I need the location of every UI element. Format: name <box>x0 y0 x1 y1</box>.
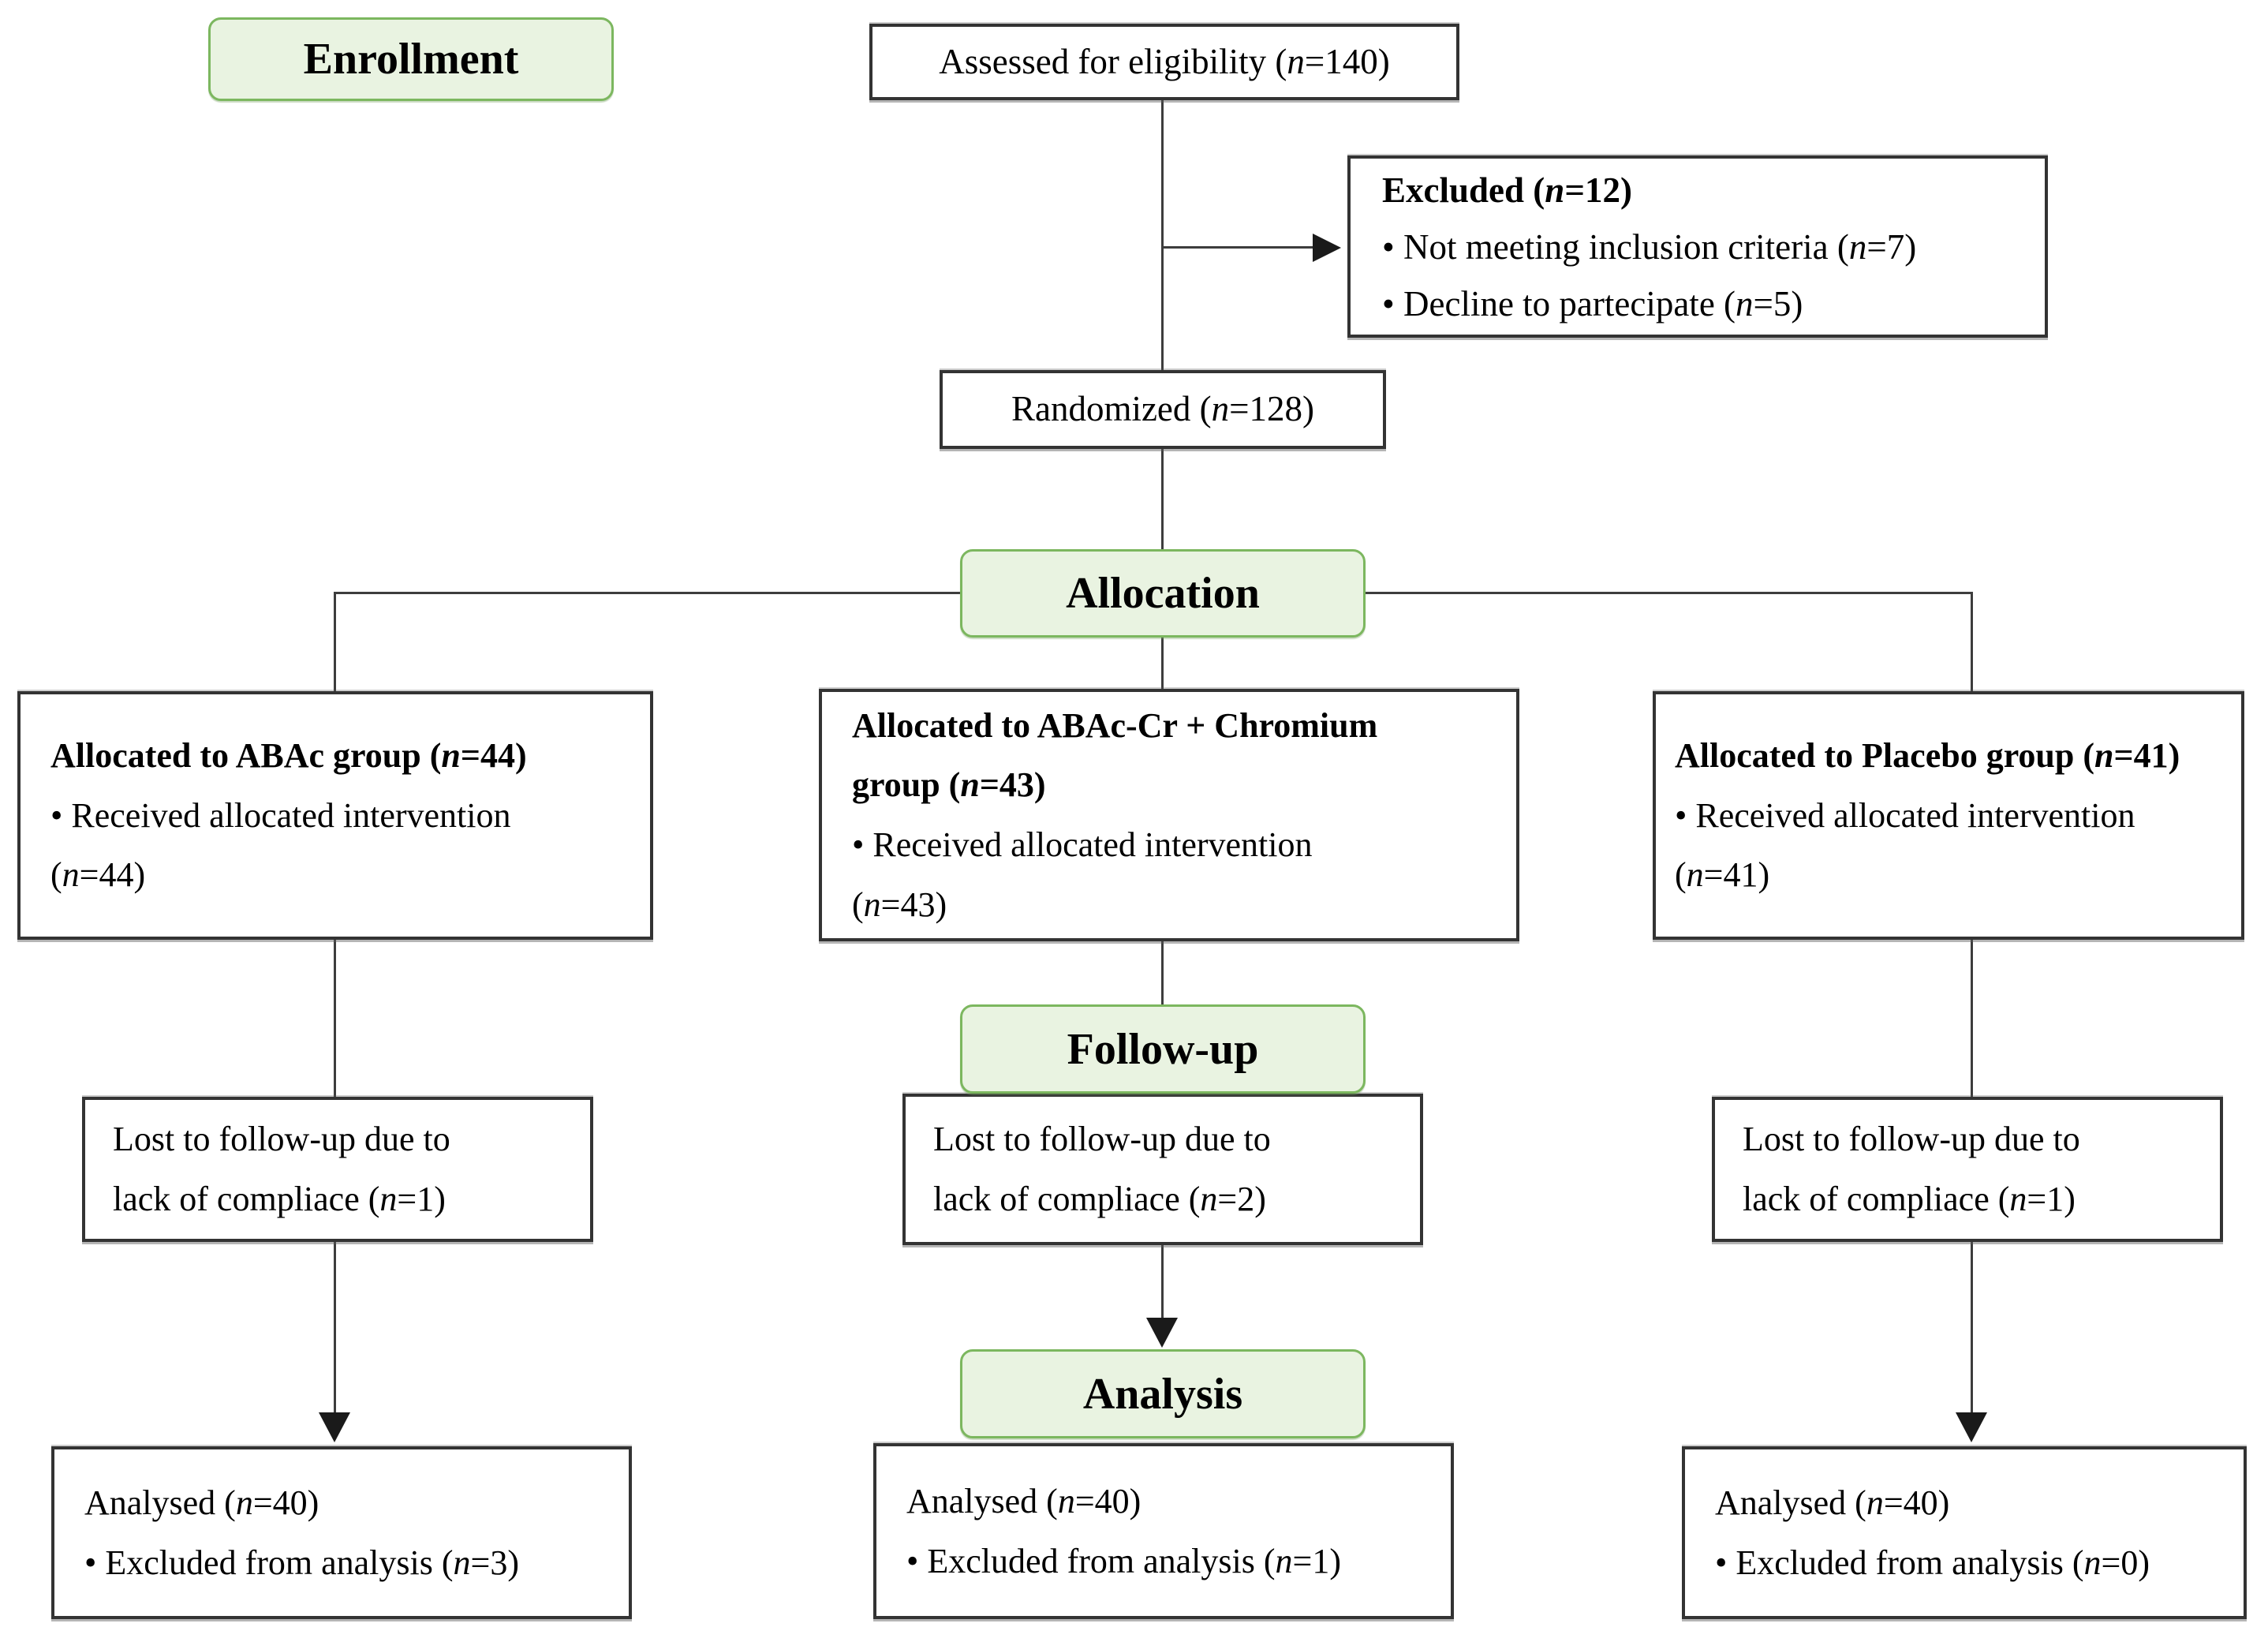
assessed-text: Assessed for eligibility (n=140) <box>939 41 1390 81</box>
lost-box-placebo: Lost to follow-up due to lack of complia… <box>1712 1097 2223 1242</box>
lost-line: Lost to follow-up due to <box>933 1120 1271 1159</box>
stage-label-analysis-text: Analysis <box>1082 1369 1243 1419</box>
analysed-line: • Excluded from analysis (n=1) <box>906 1541 1341 1580</box>
lost-box-abac: Lost to follow-up due to lack of complia… <box>82 1097 593 1242</box>
connector-branch-right-drop <box>1971 592 1973 691</box>
lost-line: Lost to follow-up due to <box>113 1120 450 1159</box>
received-line: (n=43) <box>852 885 947 924</box>
lost-line: lack of compliace (n=2) <box>933 1180 1266 1218</box>
stage-label-followup-text: Follow-up <box>1067 1024 1259 1074</box>
assessed-box: Assessed for eligibility (n=140) <box>869 24 1459 100</box>
connector-alloc-followup-mid <box>1161 941 1164 1004</box>
analysed-box-abac: Analysed (n=40) • Excluded from analysis… <box>51 1446 632 1619</box>
arrowhead-analysis-mid <box>1146 1318 1178 1348</box>
randomized-box: Randomized (n=128) <box>940 370 1386 449</box>
excluded-item: • Decline to partecipate (n=5) <box>1382 283 1803 324</box>
connector-lost-analysed-right <box>1971 1242 1973 1412</box>
allocated-title-line: Allocated to ABAc-Cr + Chromium <box>852 705 1378 745</box>
excluded-title: Excluded (n=12) <box>1382 170 1632 210</box>
analysed-line: Analysed (n=40) <box>1715 1483 1950 1522</box>
received-line: • Received allocated intervention <box>1675 795 2135 835</box>
connector-alloc-lost-left <box>334 940 336 1097</box>
analysed-line: Analysed (n=40) <box>84 1483 319 1522</box>
stage-label-allocation-text: Allocation <box>1066 569 1260 618</box>
stage-label-analysis: Analysis <box>960 1349 1366 1438</box>
received-line: • Received allocated intervention <box>50 795 511 835</box>
connector-to-excluded <box>1163 246 1314 249</box>
arrowhead-excluded <box>1313 234 1341 262</box>
excluded-item: • Not meeting inclusion criteria (n=7) <box>1382 226 1917 267</box>
allocated-title-line: Allocated to ABAc group (n=44) <box>50 735 527 775</box>
allocated-title-line: group (n=43) <box>852 765 1046 805</box>
received-line: (n=44) <box>50 855 146 895</box>
analysed-line: • Excluded from analysis (n=3) <box>84 1543 519 1582</box>
analysed-box-placebo: Analysed (n=40) • Excluded from analysis… <box>1682 1446 2247 1619</box>
connector-assessed-randomized <box>1161 100 1164 370</box>
lost-line: Lost to follow-up due to <box>1743 1120 2080 1159</box>
allocated-box-abac-cr-chromium: Allocated to ABAc-Cr + Chromium group (n… <box>819 689 1519 941</box>
analysed-line: Analysed (n=40) <box>906 1481 1141 1520</box>
stage-label-enrollment-text: Enrollment <box>303 35 519 84</box>
stage-label-followup: Follow-up <box>960 1004 1366 1094</box>
arrowhead-analysed-left <box>319 1412 350 1442</box>
received-line: • Received allocated intervention <box>852 825 1313 864</box>
connector-alloc-lost-right <box>1971 940 1973 1097</box>
connector-randomized-allocation <box>1161 449 1164 549</box>
arrowhead-analysed-right <box>1956 1412 1987 1442</box>
lost-line: lack of compliace (n=1) <box>113 1180 446 1218</box>
connector-lost-analysis-mid <box>1161 1245 1164 1318</box>
randomized-text: Randomized (n=128) <box>1011 389 1315 429</box>
analysed-line: • Excluded from analysis (n=0) <box>1715 1543 2150 1582</box>
lost-line: lack of compliace (n=1) <box>1743 1180 2076 1218</box>
analysed-box-abac-cr-chromium: Analysed (n=40) • Excluded from analysis… <box>873 1443 1454 1619</box>
allocated-box-abac: Allocated to ABAc group (n=44) • Receive… <box>17 691 653 940</box>
connector-branch-mid-drop <box>1161 638 1164 689</box>
allocated-box-placebo: Allocated to Placebo group (n=41) • Rece… <box>1653 691 2244 940</box>
connector-lost-analysed-left <box>334 1242 336 1412</box>
allocated-title-line: Allocated to Placebo group (n=41) <box>1675 735 2180 775</box>
lost-box-abac-cr-chromium: Lost to follow-up due to lack of complia… <box>902 1094 1423 1245</box>
excluded-box: Excluded (n=12) • Not meeting inclusion … <box>1347 155 2048 338</box>
stage-label-enrollment: Enrollment <box>208 17 614 101</box>
connector-branch-left-drop <box>334 592 336 691</box>
received-line: (n=41) <box>1675 855 1770 895</box>
stage-label-allocation: Allocation <box>960 549 1366 638</box>
